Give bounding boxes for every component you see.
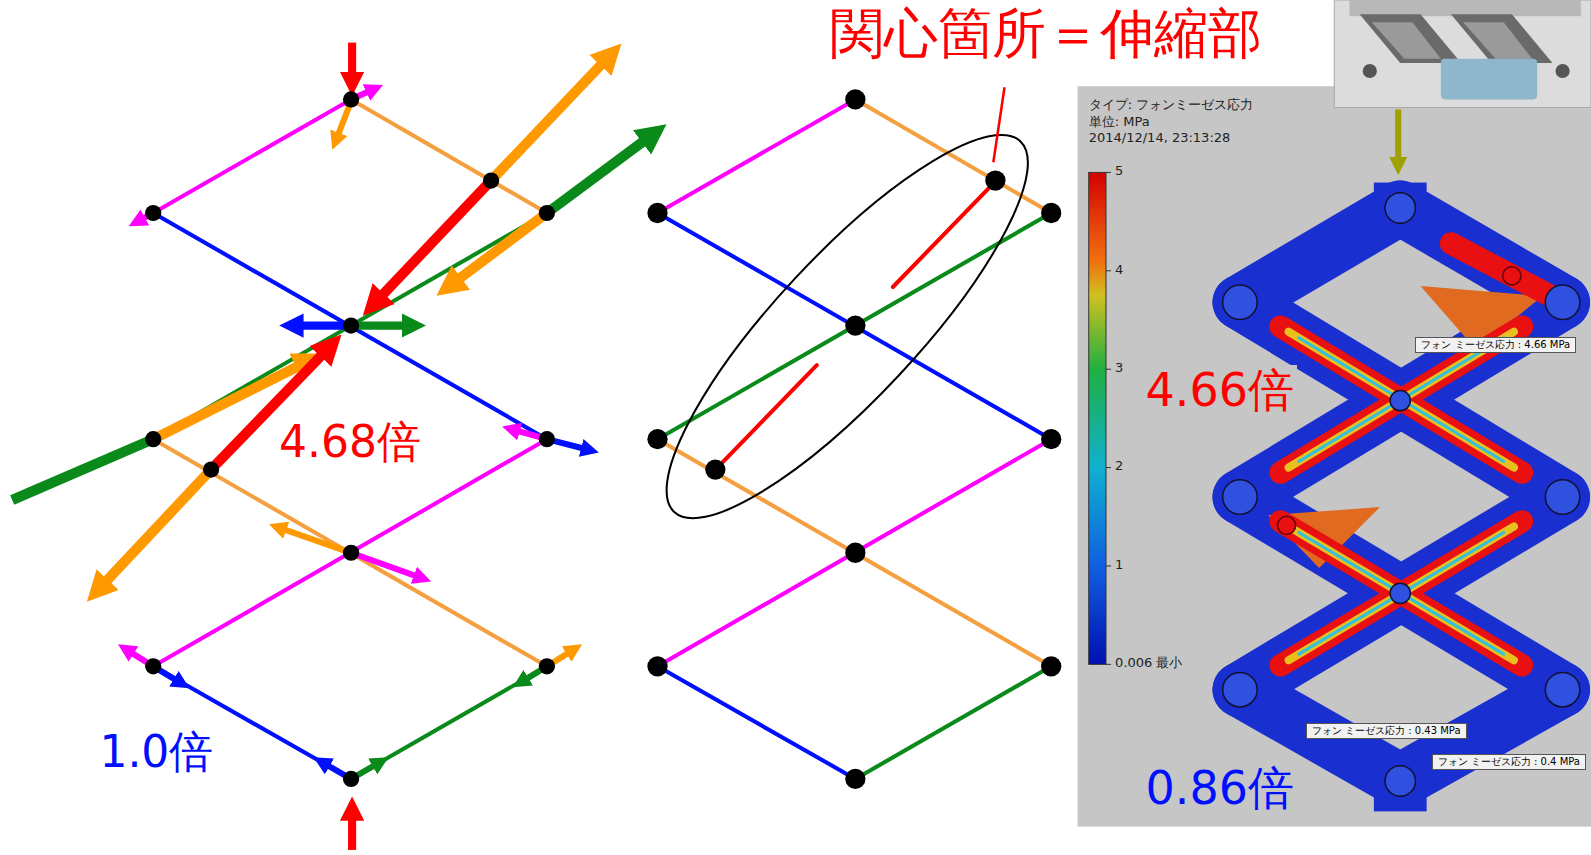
scale-value: 4 bbox=[1115, 263, 1123, 277]
result-type: タイプ: フォンミーゼス応力 bbox=[1089, 98, 1254, 112]
scale-value: 1 bbox=[1115, 558, 1123, 572]
callout-text: フォン ミーゼス応力 : 0.43 MPa bbox=[1312, 725, 1461, 736]
callout-box: フォン ミーゼス応力 : 4.66 MPa bbox=[1415, 337, 1576, 353]
callout-text: フォン ミーゼス応力 : 0.4 MPa bbox=[1438, 756, 1580, 767]
scale-value: 2 bbox=[1115, 459, 1123, 473]
scale-value: 0.006 最小 bbox=[1115, 656, 1182, 670]
ratio-label: 1.0倍 bbox=[96, 728, 216, 776]
callout-text: フォン ミーゼス応力 : 4.66 MPa bbox=[1421, 339, 1570, 350]
callout-title: 関心箇所＝伸縮部 bbox=[827, 4, 1265, 63]
ratio-label: 0.86倍 bbox=[1143, 763, 1297, 814]
result-date: 2014/12/14, 23:13:28 bbox=[1089, 131, 1231, 145]
ratio-label: 4.66倍 bbox=[1143, 365, 1297, 416]
callout-box: フォン ミーゼス応力 : 0.4 MPa bbox=[1432, 754, 1586, 770]
callout-box: フォン ミーゼス応力 : 0.43 MPa bbox=[1306, 723, 1467, 739]
ratio-label: 4.68倍 bbox=[276, 418, 424, 466]
scale-value: 5 bbox=[1115, 164, 1123, 178]
scale-value: 3 bbox=[1115, 361, 1123, 375]
result-unit: 単位: MPa bbox=[1089, 115, 1150, 129]
